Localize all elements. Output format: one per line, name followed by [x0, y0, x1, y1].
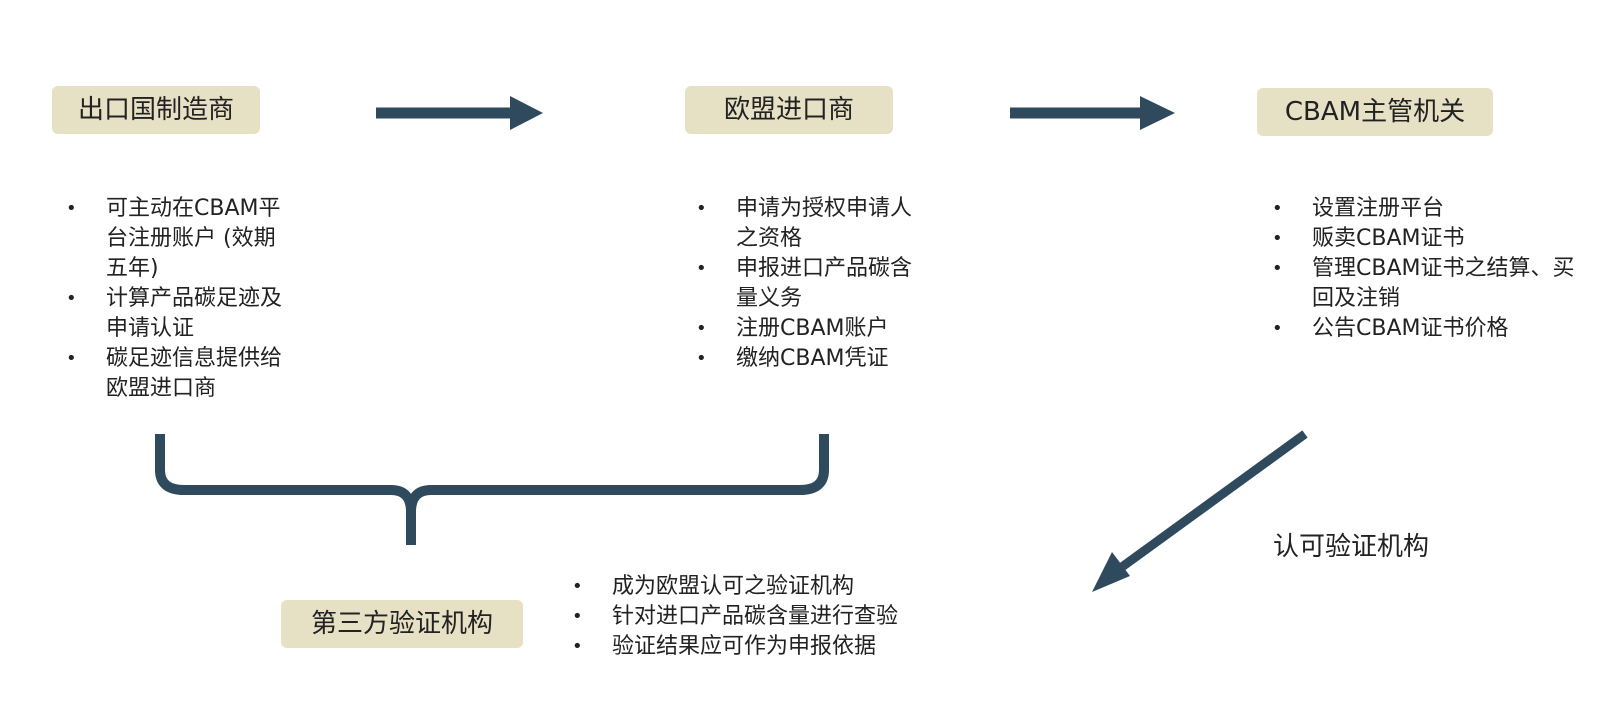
authority-box: CBAM主管机关 — [1257, 88, 1493, 136]
arrow-authority-to-verifier — [1092, 430, 1308, 592]
curly-brace — [155, 434, 829, 545]
authority-bullets: 设置注册平台 贩卖CBAM证书 管理CBAM证书之结算、买回及注销 公告CBAM… — [1272, 194, 1590, 344]
verifier-bullets: 成为欧盟认可之验证机构 针对进口产品碳含量进行查验 验证结果应可作为申报依据 — [572, 572, 992, 662]
list-item: 贩卖CBAM证书 — [1272, 224, 1590, 254]
exporter-title: 出口国制造商 — [77, 95, 234, 125]
exporter-box: 出口国制造商 — [52, 86, 260, 134]
list-item: 注册CBAM账户 — [696, 314, 916, 344]
list-item: 公告CBAM证书价格 — [1272, 314, 1590, 344]
list-item: 针对进口产品碳含量进行查验 — [572, 602, 992, 632]
list-item: 计算产品碳足迹及申请认证 — [66, 284, 286, 344]
authority-title: CBAM主管机关 — [1284, 97, 1466, 127]
list-item: 验证结果应可作为申报依据 — [572, 632, 992, 662]
list-item: 申请为授权申请人之资格 — [696, 194, 916, 254]
list-item: 申报进口产品碳含量义务 — [696, 254, 916, 314]
verifier-box: 第三方验证机构 — [281, 600, 523, 648]
list-item: 可主动在CBAM平台注册账户 (效期五年) — [66, 194, 286, 284]
list-item: 设置注册平台 — [1272, 194, 1590, 224]
list-item: 管理CBAM证书之结算、买回及注销 — [1272, 254, 1590, 314]
list-item: 缴纳CBAM凭证 — [696, 344, 916, 374]
list-item: 碳足迹信息提供给欧盟进口商 — [66, 344, 286, 404]
list-item: 成为欧盟认可之验证机构 — [572, 572, 992, 602]
importer-box: 欧盟进口商 — [685, 86, 893, 134]
importer-title: 欧盟进口商 — [723, 95, 854, 125]
importer-bullets: 申请为授权申请人之资格 申报进口产品碳含量义务 注册CBAM账户 缴纳CBAM凭… — [696, 194, 916, 374]
arrow-exporter-to-importer — [376, 96, 543, 130]
verifier-title: 第三方验证机构 — [310, 609, 493, 639]
accredit-label: 认可验证机构 — [1273, 532, 1430, 562]
arrow-importer-to-authority — [1010, 96, 1175, 130]
exporter-bullets: 可主动在CBAM平台注册账户 (效期五年) 计算产品碳足迹及申请认证 碳足迹信息… — [66, 194, 286, 404]
